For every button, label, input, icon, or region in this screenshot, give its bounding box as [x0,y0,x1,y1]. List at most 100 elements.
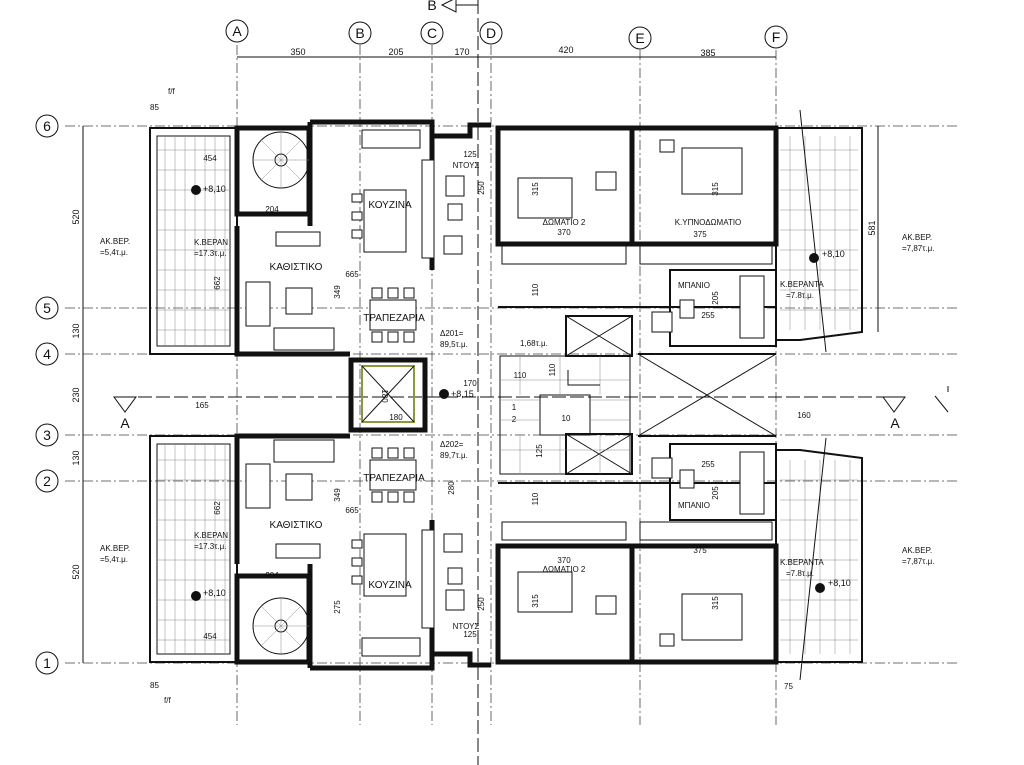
terrace-bottom-left [149,435,238,663]
svg-text:250: 250 [477,181,486,195]
column-axis-B: B [348,21,372,45]
svg-text:1: 1 [512,403,517,412]
svg-text:230: 230 [71,387,81,402]
svg-text:110: 110 [514,371,527,380]
svg-text:375: 375 [693,230,707,239]
svg-text:+8,10: +8,10 [203,588,226,598]
axis-label: 3 [43,427,51,443]
svg-text:581: 581 [867,220,877,235]
axis-label: 2 [43,473,51,489]
svg-text:280: 280 [447,481,456,495]
column-axis-D: D [479,21,503,45]
room-area: =7.8τ.μ. [786,569,814,578]
room-label: ΝΤΟΥΣ [453,161,480,170]
svg-text:125: 125 [463,630,477,639]
svg-text:A: A [890,415,900,431]
svg-text:f/f: f/f [164,696,171,705]
svg-text:315: 315 [711,182,720,196]
svg-text:665: 665 [345,506,359,515]
axis-label: D [486,25,496,41]
row-axis-6: 6 [35,114,59,138]
room-label: ΑΚ.ΒΕΡ. [100,544,130,553]
svg-text:75: 75 [784,682,793,691]
column-axis-A: A [225,19,249,43]
svg-text:385: 385 [700,48,715,58]
section-marker-A-right: A [882,386,949,431]
svg-text:+8,15: +8,15 [451,389,474,399]
terrace-bottom-right [775,437,863,681]
unit-area: 89,7τ.μ. [440,451,468,460]
svg-text:315: 315 [531,594,540,608]
section-marker-B: B [427,0,478,13]
svg-text:205: 205 [388,47,403,57]
svg-text:420: 420 [558,45,573,55]
svg-text:454: 454 [203,154,217,163]
right-dimension-581: 581 [867,126,879,332]
svg-text:10: 10 [562,414,571,423]
room-labels-top: ΑΚ.ΒΕΡ. =5,4τ.μ. Κ.ΒΕΡΑΝ =17.3τ.μ. ΚΟΥΖΙ… [100,161,934,349]
svg-text:255: 255 [701,311,715,320]
unit-label: Δ202= [440,440,464,449]
svg-text:205: 205 [711,291,720,305]
svg-text:255: 255 [701,460,715,469]
axis-label: A [232,23,242,39]
row-axis-5: 5 [35,296,59,320]
level-marker: +8,10 [191,588,226,601]
building-walls [234,119,779,671]
column-axis-C: C [420,21,444,45]
room-label: ΚΑΘΙΣΤΙΚΟ [270,262,323,273]
svg-text:125: 125 [463,150,477,159]
svg-text:+8,10: +8,10 [828,578,851,588]
spiral-stair-bottom [252,597,310,655]
room-label: ΜΠΑΝΙΟ [678,501,710,510]
svg-text:375: 375 [693,546,707,555]
svg-text:520: 520 [71,209,81,224]
spiral-stair-top [252,131,310,189]
svg-text:180: 180 [380,389,389,403]
room-label: ΚΟΥΖΙΝΑ [368,580,412,591]
row-axis-3: 3 [35,423,59,447]
left-dimension-chain: 520 130 230 130 520 [71,126,84,663]
svg-text:+8,10: +8,10 [203,184,226,194]
unit-area: 89,5τ.μ. [440,340,468,349]
svg-text:+8,10: +8,10 [822,249,845,259]
svg-text:204: 204 [265,571,279,580]
svg-text:110: 110 [531,283,540,296]
room-label: ΤΡΑΠΕΖΑΡΙΑ [363,473,425,484]
room-label: ΑΚ.ΒΕΡ. [902,546,932,555]
column-axis-E: E [628,26,652,50]
room-area: =17.3τ.μ. [194,542,226,551]
terrace-top-right [775,109,863,353]
svg-text:170: 170 [463,379,477,388]
level-marker: +8,10 [815,578,851,593]
room-label: ΜΠΑΝΙΟ [678,281,710,290]
axis-label: E [635,30,644,46]
svg-text:170: 170 [454,47,469,57]
room-area: =7,87τ.μ. [902,244,934,253]
unit-label: Δ201= [440,329,464,338]
axis-label: 6 [43,118,51,134]
svg-text:160: 160 [797,411,811,420]
svg-text:662: 662 [213,276,222,290]
room-label: ΤΡΑΠΕΖΑΡΙΑ [363,313,425,324]
row-axis-1: 1 [35,651,59,675]
axis-label: B [355,25,364,41]
axis-label: 4 [43,346,51,362]
svg-text:370: 370 [557,556,571,565]
column-axis-F: F [764,25,788,49]
svg-text:125: 125 [535,444,544,458]
svg-text:350: 350 [290,47,305,57]
top-dimension-chain: 350 205 170 420 385 [237,45,776,58]
svg-text:B: B [427,0,436,13]
svg-text:250: 250 [477,597,486,611]
lift-area: 1,68τ.μ. [520,339,548,348]
room-area: =5,4τ.μ. [100,555,128,564]
svg-text:205: 205 [711,486,720,500]
room-label: Κ.ΒΕΡΑΝΤΑ [780,280,824,289]
lift [361,365,415,423]
svg-text:520: 520 [71,564,81,579]
svg-text:454: 454 [203,632,217,641]
row-axis-2: 2 [35,469,59,493]
axis-label: 5 [43,300,51,316]
